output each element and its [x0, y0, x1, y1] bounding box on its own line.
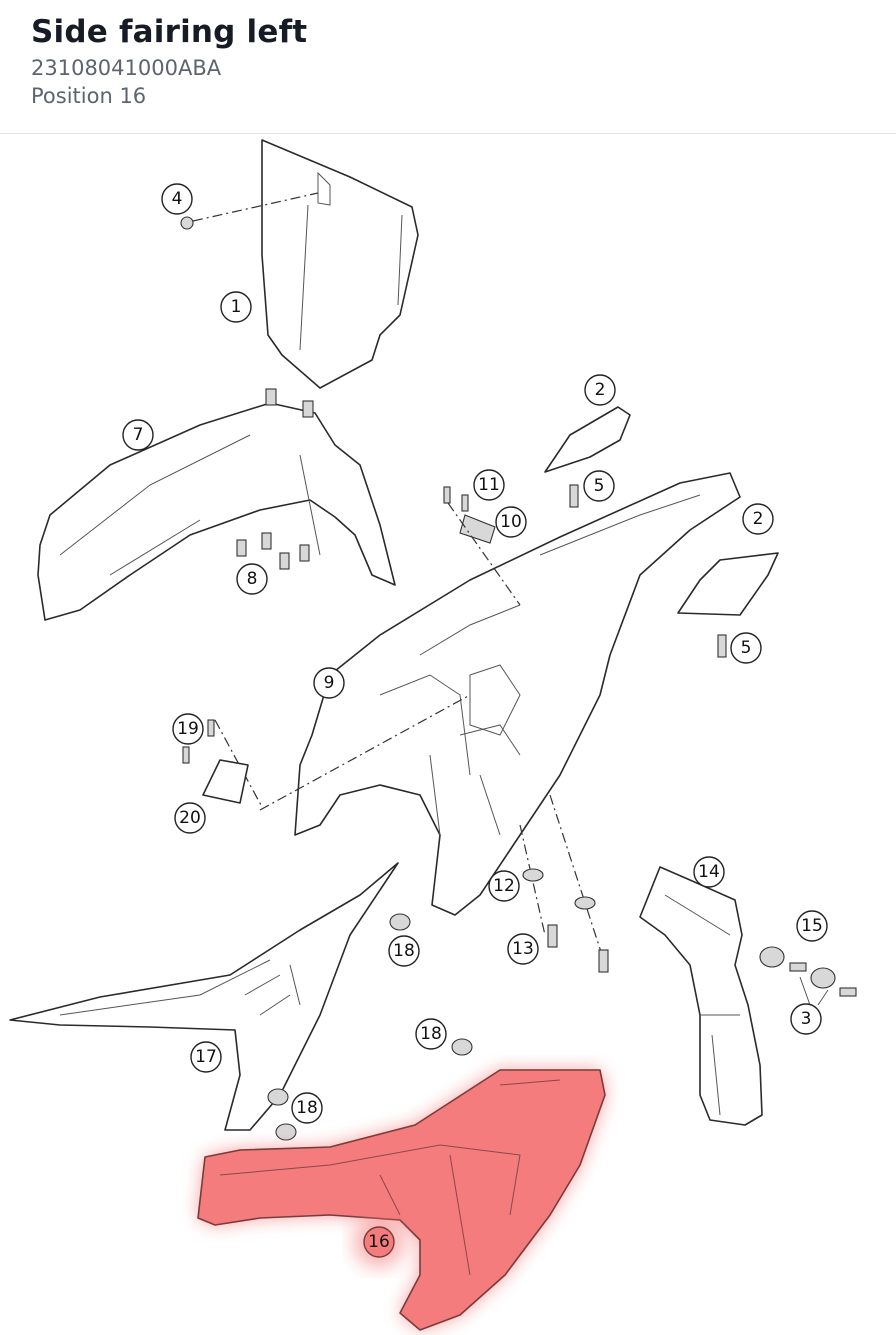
- part-title: Side fairing left: [31, 14, 308, 50]
- svg-text:18: 18: [420, 1024, 442, 1044]
- svg-text:3: 3: [801, 1009, 812, 1029]
- svg-text:16: 16: [368, 1232, 390, 1252]
- part-cover-2b[interactable]: [677, 552, 779, 616]
- svg-text:5: 5: [594, 476, 605, 496]
- hardware-bracket-10: [459, 514, 496, 544]
- svg-text:14: 14: [698, 862, 720, 882]
- hardware-screws-8: [236, 532, 310, 570]
- callout-18c[interactable]: 18: [291, 1092, 323, 1124]
- callout-5a[interactable]: 5: [583, 470, 615, 502]
- svg-text:19: 19: [177, 719, 199, 739]
- callout-14[interactable]: 14: [693, 856, 725, 888]
- callout-17[interactable]: 17: [190, 1041, 222, 1073]
- hardware-grommets-12: [522, 868, 596, 910]
- highlight-fill: [197, 1069, 606, 1331]
- svg-text:18: 18: [393, 941, 415, 961]
- callout-4[interactable]: 4: [161, 183, 193, 215]
- callout-12[interactable]: 12: [488, 870, 520, 902]
- hardware-washers-15: [759, 946, 857, 997]
- svg-text:7: 7: [133, 425, 144, 445]
- svg-text:2: 2: [595, 380, 606, 400]
- callout-18b[interactable]: 18: [415, 1018, 447, 1050]
- part-rear-side-14[interactable]: [639, 866, 763, 1126]
- part-shroud-17[interactable]: [9, 862, 399, 1131]
- callout-2a[interactable]: 2: [584, 374, 616, 406]
- callout-5b[interactable]: 5: [730, 632, 762, 664]
- svg-text:17: 17: [195, 1047, 217, 1067]
- part-position: Position 16: [31, 84, 147, 108]
- svg-text:18: 18: [296, 1098, 318, 1118]
- callout-8[interactable]: 8: [236, 563, 268, 595]
- callout-9[interactable]: 9: [313, 667, 345, 699]
- callout-19[interactable]: 19: [172, 713, 204, 745]
- hardware-nuts-18: [267, 913, 473, 1141]
- callout-11[interactable]: 11: [473, 469, 505, 501]
- svg-text:5: 5: [741, 638, 752, 658]
- callout-7[interactable]: 7: [122, 419, 154, 451]
- callout-16[interactable]: 16: [353, 1216, 405, 1268]
- part-rear-fender-assembly[interactable]: [294, 472, 741, 916]
- svg-text:11: 11: [478, 475, 500, 495]
- exploded-parts-diagram: 1 4 2 5 7 11 10 2 8 5 9 19 20 14 12 15 1…: [9, 139, 857, 1331]
- hardware-screws-11: [443, 486, 469, 512]
- svg-text:9: 9: [324, 673, 335, 693]
- svg-text:4: 4: [172, 189, 183, 209]
- callout-16-circle: [363, 1226, 395, 1258]
- callout-20[interactable]: 20: [174, 802, 206, 834]
- hardware-screw-5a: [569, 484, 579, 508]
- svg-text:8: 8: [247, 569, 258, 589]
- hardware-screws-13: [547, 924, 609, 973]
- part-side-fairing-left-highlighted[interactable]: [197, 1069, 606, 1331]
- svg-text:2: 2: [753, 509, 764, 529]
- part-cover-2a[interactable]: [544, 406, 631, 473]
- callout-13[interactable]: 13: [507, 933, 539, 965]
- part-number-plate[interactable]: [261, 139, 419, 389]
- callout-18a[interactable]: 18: [388, 935, 420, 967]
- part-number: 23108041000ABA: [31, 56, 222, 80]
- part-front-fender[interactable]: [37, 388, 396, 621]
- callout-3[interactable]: 3: [790, 1003, 822, 1035]
- svg-text:12: 12: [493, 876, 515, 896]
- hardware-screw-5b: [717, 634, 727, 658]
- svg-text:1: 1: [231, 297, 242, 317]
- callout-2b[interactable]: 2: [742, 503, 774, 535]
- hardware-nut-4: [180, 216, 194, 230]
- callout-10[interactable]: 10: [495, 506, 527, 538]
- svg-text:20: 20: [179, 808, 201, 828]
- part-holder-20[interactable]: [182, 719, 249, 804]
- svg-text:13: 13: [512, 939, 534, 959]
- svg-text:15: 15: [801, 916, 823, 936]
- callout-15[interactable]: 15: [796, 910, 828, 942]
- part-header: Side fairing left 23108041000ABA Positio…: [0, 0, 896, 134]
- callout-1[interactable]: 1: [220, 291, 252, 323]
- svg-text:10: 10: [500, 512, 522, 532]
